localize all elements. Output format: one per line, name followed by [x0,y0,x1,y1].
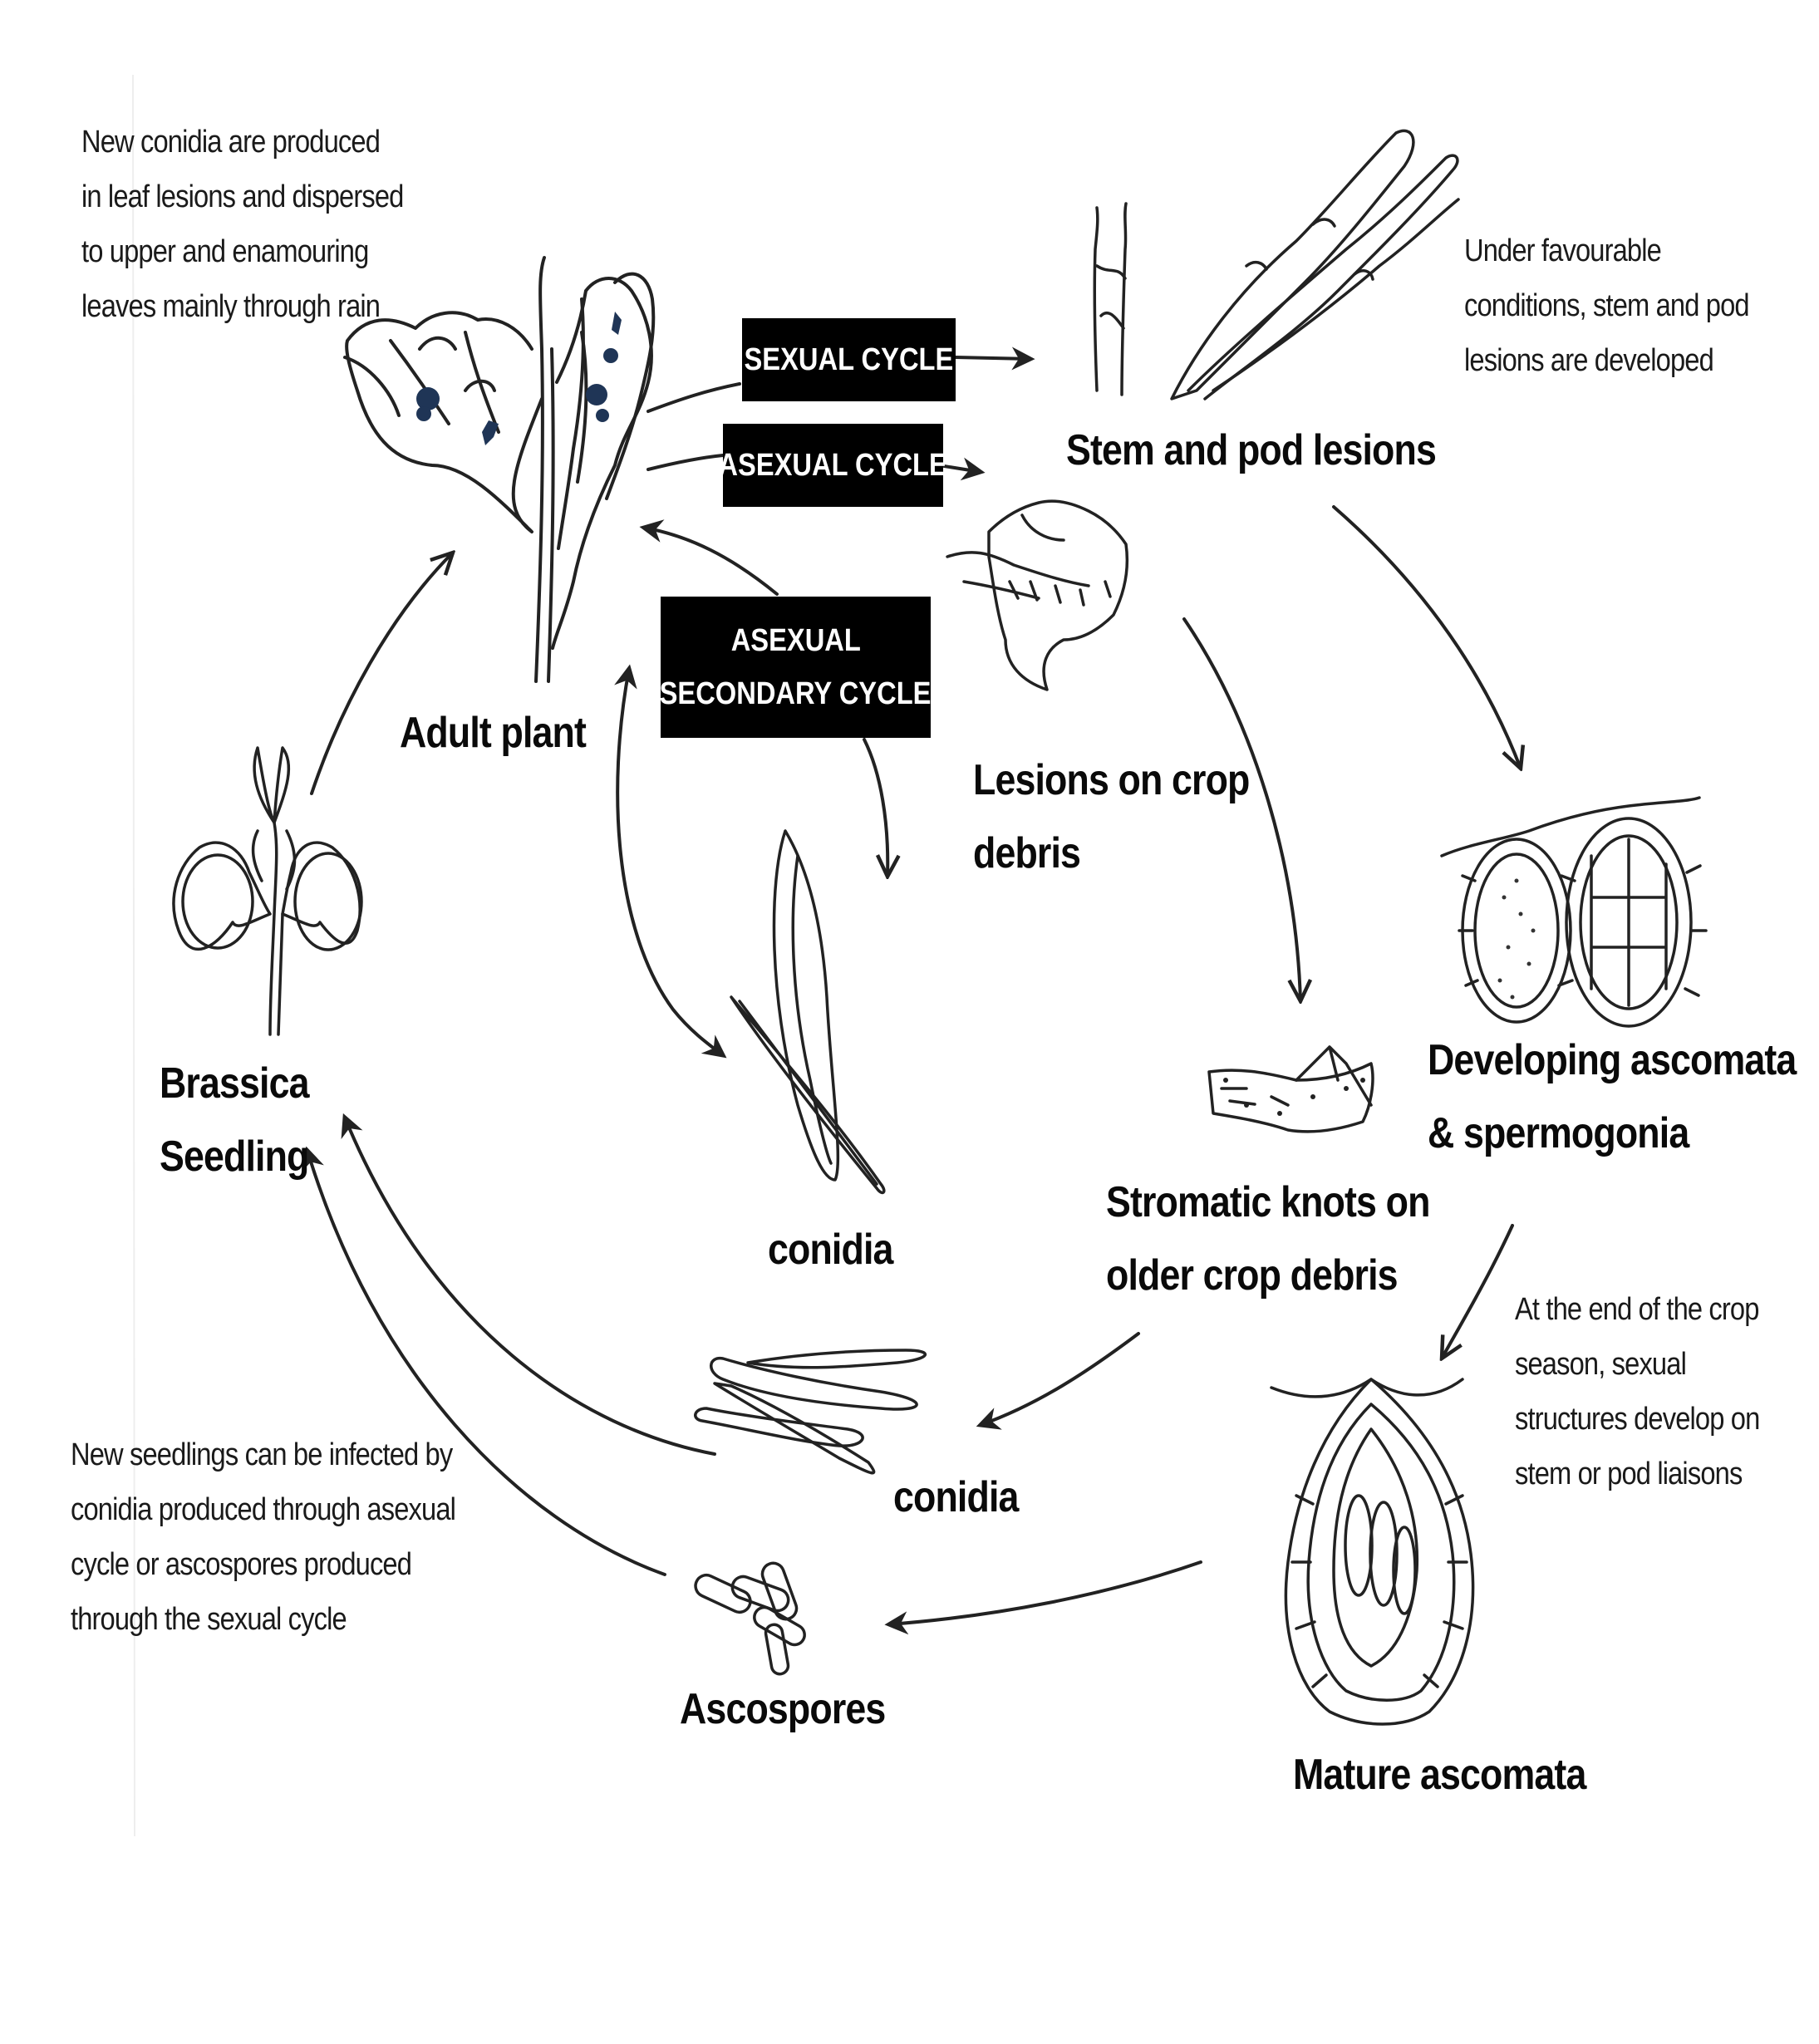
stromatic-dots [1223,1078,1365,1116]
sexual-cycle-box: SEXUAL CYCLE [742,318,956,401]
label-stem-pod-lesions: Stem and pod lesions [1066,414,1437,487]
scan-edge-line [132,74,135,1837]
sexual-cycle-connector [646,382,741,413]
note-line: conidia produced through asexual [71,1492,456,1527]
label-text: debris [973,829,1081,877]
asexual-cycle-connector [646,454,725,471]
note-line: At the end of the crop [1515,1292,1759,1327]
label-text: Stem and pod lesions [1066,426,1437,474]
label-developing-ascomata: Developing ascomata & spermogonia [1428,1024,1797,1170]
note-line: New conidia are produced [81,125,381,160]
debris-to-stromatic-arrow [1182,617,1300,1001]
note-mid-right: At the end of the crop season, sexual st… [1515,1282,1760,1501]
label-crop-debris: Lesions on crop debris [973,744,1250,890]
note-line: conditions, stem and pod [1464,288,1750,323]
label-text: Seedling [160,1133,309,1181]
label-ascospores: Ascospores [680,1673,886,1746]
secondary-cycle-arrow-to-plant [639,519,779,596]
note-line: to upper and enamouring [81,234,369,269]
label-adult-plant: Adult plant [400,696,587,769]
cycle-arrows [302,346,1521,1635]
leaf-lesion-marks [416,312,622,445]
brassica-seedling-illustration [172,746,363,1036]
sexual-cycle-arrow [954,346,1035,371]
note-line: in leaf lesions and dispersed [81,179,404,214]
lower-conidia-illustration [694,1349,927,1475]
crop-debris-illustration [946,499,1129,691]
label-text: older crop debris [1106,1251,1399,1300]
label-text: Developing ascomata [1428,1036,1797,1084]
label-text: conidia [768,1226,893,1274]
label-text: Adult plant [400,709,587,757]
seedling-to-plant-arrow [310,553,453,795]
note-line: leaves mainly through rain [81,289,381,324]
stem-pod-lesions-illustration [1093,129,1460,400]
note-line: through the sexual cycle [71,1602,347,1637]
label-text: Stromatic knots on [1106,1178,1430,1226]
ascomata-to-mature-arrow [1442,1224,1514,1359]
stromatic-to-conidia-arrow [976,1332,1140,1430]
secondary-cycle-arrow-to-conidia [863,738,887,877]
label-text: conidia [893,1473,1019,1521]
sexual-cycle-label: SEXUAL CYCLE [744,342,954,377]
label-text: Ascospores [680,1685,886,1733]
asexual-cycle-box: ASEXUAL CYCLE [719,424,947,507]
plant-conidia-double-arrow [614,664,727,1059]
mature-to-ascospores-arrow [884,1560,1202,1635]
asexual-cycle-arrow [937,457,986,481]
label-text: Mature ascomata [1293,1751,1586,1799]
note-line: New seedlings can be infected by [71,1437,453,1472]
label-mature-ascomata: Mature ascomata [1293,1738,1586,1811]
note-line: Under favourable [1464,233,1662,268]
developing-ascomata-illustration [1440,796,1708,1028]
ascomata-stipple [1497,878,1536,1000]
adult-plant-illustration [343,256,656,683]
note-line: cycle or ascospores produced [71,1547,412,1582]
note-top-right: Under favourable conditions, stem and po… [1464,224,1750,388]
note-line: structures develop on [1515,1402,1760,1437]
note-bottom-left: New seedlings can be infected by conidia… [71,1427,456,1647]
label-stromatic-knots: Stromatic knots on older crop debris [1106,1166,1430,1312]
label-text: Lesions on crop [973,756,1250,804]
note-line: stem or pod liaisons [1515,1457,1743,1491]
label-conidia-lower: conidia [893,1461,1019,1534]
label-text: Brassica [160,1059,309,1108]
stem-to-ascomata-arrow [1332,505,1521,769]
label-brassica-seedling: Brassica Seedling [160,1047,309,1193]
ascospores-illustration [694,1561,806,1676]
stromatic-knots-illustration [1207,1045,1374,1133]
label-conidia-center: conidia [768,1213,893,1286]
ascospores-to-seedling-arrow [302,1146,666,1576]
note-top-left: New conidia are produced in leaf lesions… [81,115,404,334]
asexual-secondary-cycle-box: ASEXUAL SECONDARY CYCLE [660,597,932,738]
mature-ascomata-illustration [1270,1378,1475,1726]
label-text: & spermogonia [1428,1109,1689,1157]
note-line: season, sexual [1515,1347,1687,1382]
note-line: lesions are developed [1464,343,1714,378]
secondary-cycle-label-line2: SECONDARY CYCLE [660,676,932,711]
conidia-to-seedling-arrow [341,1113,716,1456]
asexual-cycle-label: ASEXUAL CYCLE [718,448,948,483]
secondary-cycle-label-line1: ASEXUAL [730,623,861,658]
central-conidia-illustration [730,829,886,1195]
